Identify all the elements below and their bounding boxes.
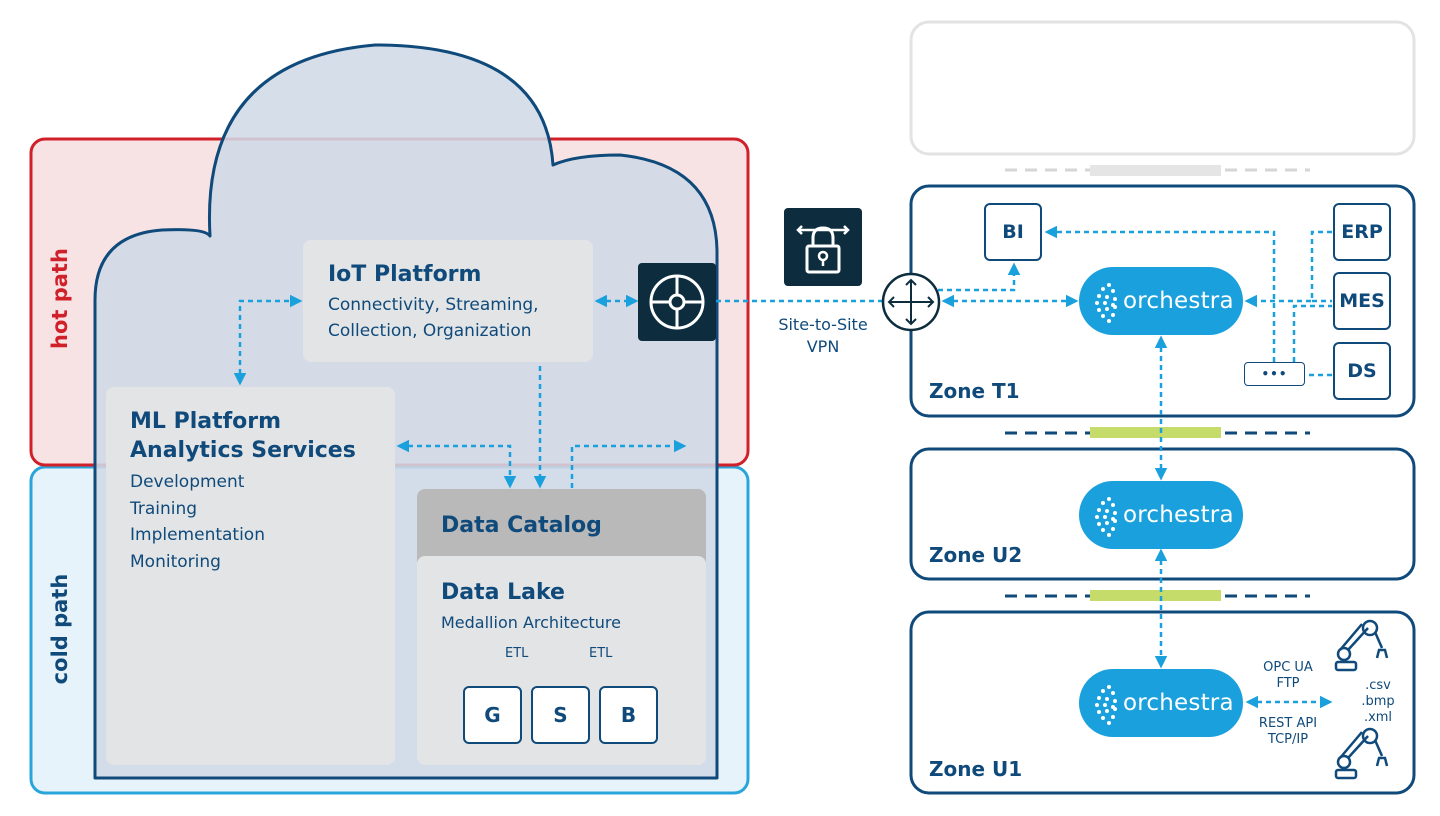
lock-icon [784,208,862,286]
ml-item-monitoring: Monitoring [130,552,221,572]
firewall-separator-top [1005,165,1310,176]
orchestra-t1-label: orchestra [1123,288,1234,314]
zone-u2-label: Zone U2 [929,543,1023,567]
tier-bronze[interactable]: B [599,686,658,744]
connector-erp-mes-orchestra [1244,230,1332,308]
data-lake-title: Data Lake [441,580,565,605]
more-systems-box[interactable]: ••• [1244,362,1305,386]
vpn-label-line2: VPN [806,337,840,356]
orchestra-u2-label: orchestra [1123,502,1234,528]
bi-box[interactable]: BI [984,203,1042,261]
protocol-opcua: OPC UA [1263,660,1313,675]
data-catalog-card[interactable]: Data Catalog [417,489,706,567]
ml-platform-title2: Analytics Services [130,438,356,463]
connector-router-bi [938,262,1021,292]
ml-platform-card[interactable]: ML Platform Analytics Services Developme… [106,387,395,765]
zone-u1-label: Zone U1 [929,757,1023,781]
data-lake-subtitle: Medallion Architecture [441,613,621,632]
protocol-restapi: REST API [1258,716,1318,731]
erp-box[interactable]: ERP [1333,203,1391,261]
ml-item-implementation: Implementation [130,525,265,545]
iot-platform-line1: Connectivity, Streaming, [328,295,539,315]
hot-path-label: hot path [48,248,72,349]
robot-arm-icon [1330,618,1390,674]
ds-box[interactable]: DS [1333,342,1391,400]
etl-label-2: ETL [589,646,613,661]
file-type-bmp: .bmp [1361,694,1395,709]
iot-platform-line2: Collection, Organization [328,321,532,341]
connector-ml-iot [233,294,303,386]
mes-box[interactable]: MES [1333,272,1391,330]
orchestra-u1[interactable]: orchestra [1079,669,1243,737]
connector-catalog-out [570,439,687,488]
vpn-label-line1: Site-to-Site [778,315,868,334]
orchestra-logo-icon [1095,683,1121,725]
tier-silver[interactable]: S [531,686,590,744]
firewall-separator-t1-u2 [1005,427,1310,438]
orchestra-u2[interactable]: orchestra [1079,481,1243,549]
connector-dots-mes [1292,304,1332,362]
connector-dots-bi [1044,225,1276,362]
cold-path-label: cold path [48,573,72,685]
firewall-separator-u2-u1 [1005,590,1310,601]
etl-label-1: ETL [505,646,529,661]
top-empty-zone [909,20,1416,156]
robot-arm-icon [1330,726,1390,782]
iot-platform-title: IoT Platform [328,262,482,287]
orchestra-u1-label: orchestra [1123,690,1234,716]
orchestra-t1[interactable]: orchestra [1079,267,1243,335]
orchestra-logo-icon [1095,495,1121,537]
ml-item-development: Development [130,472,245,492]
tier-gold[interactable]: G [463,686,522,744]
protocol-ftp: FTP [1276,676,1300,691]
router-hub-icon[interactable] [638,263,716,341]
protocol-tcpip: TCP/IP [1267,732,1309,747]
move-arrows-icon[interactable] [881,272,941,332]
zone-t1-label: Zone T1 [929,379,1020,403]
connector-ml-catalog [396,439,517,489]
ml-platform-title1: ML Platform [130,409,282,434]
file-type-csv: .csv [1365,678,1391,693]
iot-platform-card[interactable]: IoT Platform Connectivity, Streaming, Co… [303,240,593,362]
orchestra-logo-icon [1095,281,1121,323]
file-type-xml: .xml [1363,710,1393,725]
ml-item-training: Training [130,499,198,519]
data-catalog-title: Data Catalog [441,513,602,538]
